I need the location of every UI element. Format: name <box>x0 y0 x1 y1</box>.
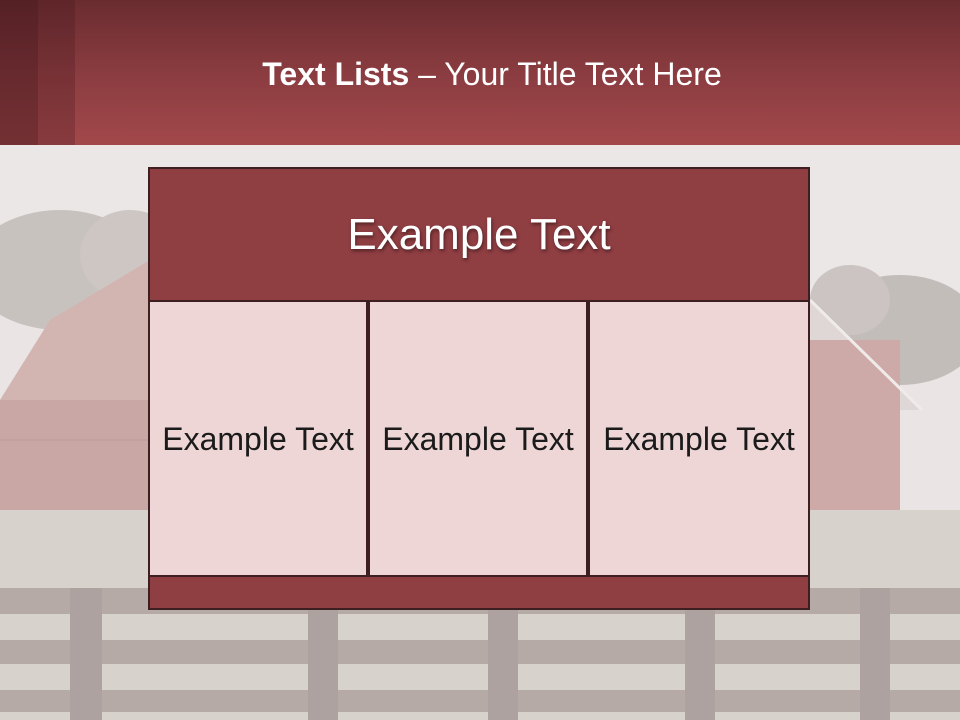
diagram-top-bar: Example Text <box>148 167 810 302</box>
header-accent-block <box>0 0 38 145</box>
diagram-column-1: Example Text <box>148 300 368 577</box>
diagram-column-2: Example Text <box>368 300 588 577</box>
slide-title-rest: – Your Title Text Here <box>418 56 722 92</box>
slide-title: Text Lists – Your Title Text Here <box>0 52 960 96</box>
diagram-column-label: Example Text <box>382 420 574 457</box>
slide-title-bold: Text Lists <box>262 56 410 92</box>
text-list-diagram: Example Text Example Text Example Text E… <box>148 167 810 610</box>
diagram-column-3: Example Text <box>588 300 810 577</box>
diagram-bottom-bar <box>148 575 810 610</box>
header-band: Text Lists – Your Title Text Here <box>0 0 960 145</box>
header-accent-block <box>38 0 75 145</box>
diagram-top-label: Example Text <box>347 209 611 259</box>
diagram-column-label: Example Text <box>603 420 795 457</box>
diagram-column-label: Example Text <box>162 420 354 457</box>
